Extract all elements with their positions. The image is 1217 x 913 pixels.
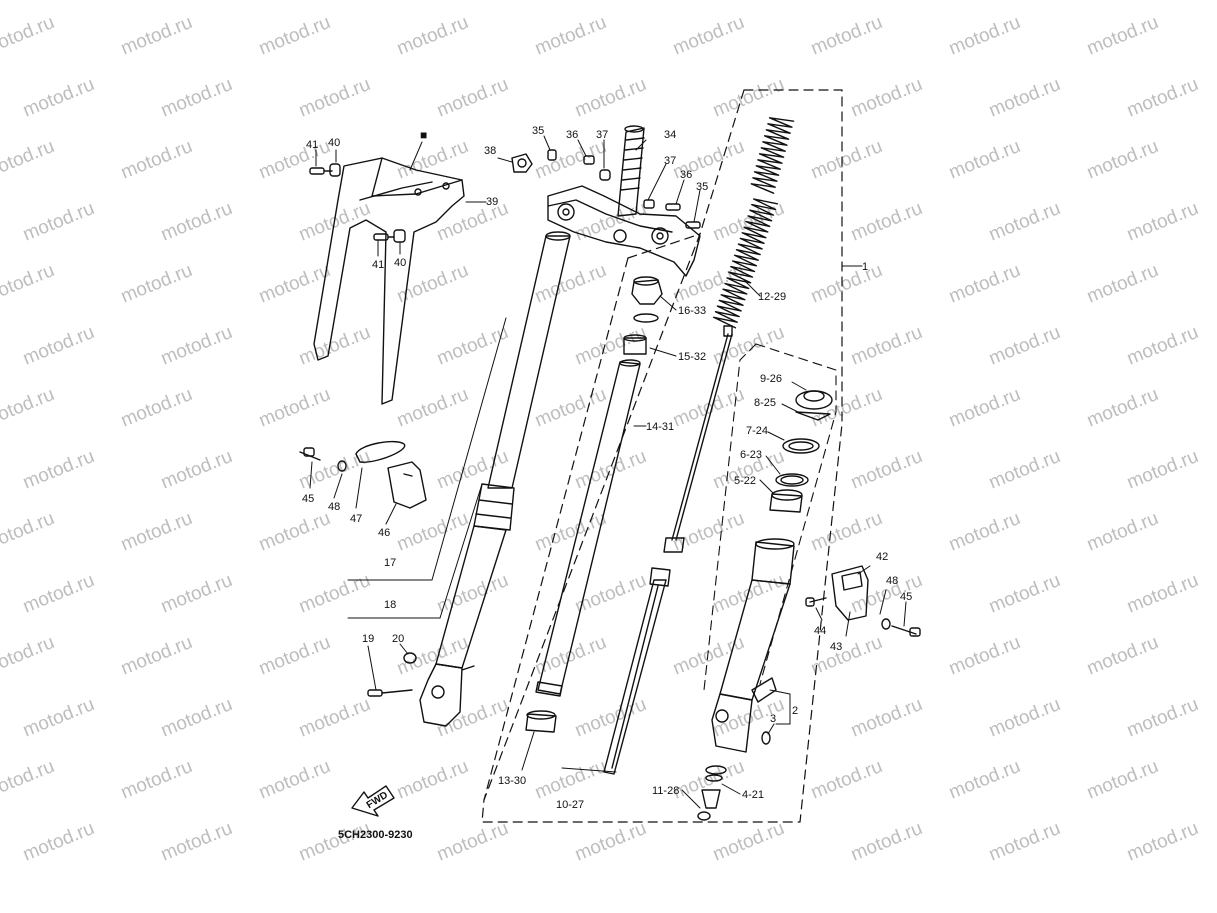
callout-7-24: 7-24 xyxy=(746,425,768,437)
under-bracket xyxy=(547,125,701,277)
callout-43: 43 xyxy=(830,641,842,653)
callout-10-27: 10-27 xyxy=(556,799,584,811)
spring-coil xyxy=(712,198,779,329)
callout-47: 47 xyxy=(350,513,362,525)
fork-springs xyxy=(712,117,795,329)
callout-37b: 37 xyxy=(664,155,676,167)
base-valve xyxy=(697,765,727,821)
callout-19: 19 xyxy=(362,633,374,645)
leader-lines xyxy=(309,135,907,809)
callout-42: 42 xyxy=(876,551,888,563)
callout-35b: 35 xyxy=(696,181,708,193)
callout-40a: 40 xyxy=(328,137,340,149)
callout-39: 39 xyxy=(486,196,498,208)
callout-6-23: 6-23 xyxy=(740,449,762,461)
callout-36b: 36 xyxy=(680,169,692,181)
callout-8-25: 8-25 xyxy=(754,397,776,409)
inner-tube-left xyxy=(487,231,571,489)
cable-guide-right xyxy=(805,565,921,637)
spring-coil xyxy=(750,117,795,194)
callout-38: 38 xyxy=(484,145,496,157)
callout-48a: 48 xyxy=(328,501,340,513)
right-seal-stack xyxy=(769,390,833,513)
callout-36a: 36 xyxy=(566,129,578,141)
callout-1: 1 xyxy=(862,261,868,273)
callout-34: 34 xyxy=(664,129,676,141)
callout-12-29: 12-29 xyxy=(758,291,786,303)
outer-tube-left xyxy=(419,483,515,727)
diagram-code: 5CH2300-9230 xyxy=(338,829,413,841)
callout-46: 46 xyxy=(378,527,390,539)
callout-13-30: 13-30 xyxy=(498,775,526,787)
guard-bolts xyxy=(309,163,406,243)
callout-45b: 45 xyxy=(900,591,912,603)
cable-guide-left xyxy=(299,440,427,509)
callout-35a: 35 xyxy=(532,125,544,137)
callout-45a: 45 xyxy=(302,493,314,505)
callout-41b: 41 xyxy=(372,259,384,271)
callout-9-26: 9-26 xyxy=(760,373,782,385)
callout-4-21: 4-21 xyxy=(742,789,764,801)
callout-41a: 41 xyxy=(306,139,318,151)
callout-2: 2 xyxy=(792,705,798,717)
callout-37a: 37 xyxy=(596,129,608,141)
sub-outline xyxy=(703,343,837,691)
assembly-outline xyxy=(481,89,843,823)
new-part-marker: ■ xyxy=(420,128,427,142)
damper-rod xyxy=(611,325,733,769)
callout-48b: 48 xyxy=(886,575,898,587)
callout-20: 20 xyxy=(392,633,404,645)
callout-15-32: 15-32 xyxy=(678,351,706,363)
fork-guard xyxy=(313,157,465,405)
callout-40b: 40 xyxy=(394,257,406,269)
callout-44: 44 xyxy=(814,625,826,637)
stem-fasteners xyxy=(511,149,701,229)
center-components xyxy=(525,276,667,775)
fwd-arrow xyxy=(351,785,395,817)
callout-3: 3 xyxy=(770,713,776,725)
callout-18: 18 xyxy=(384,599,396,611)
callout-11-28: 11-28 xyxy=(652,785,679,797)
outer-tube-right xyxy=(711,538,795,753)
callout-17: 17 xyxy=(384,557,396,569)
callout-16-33: 16-33 xyxy=(678,305,706,317)
callout-5-22: 5-22 xyxy=(734,475,756,487)
left-drain-bolt xyxy=(367,652,417,697)
callout-14-31: 14-31 xyxy=(646,421,674,433)
